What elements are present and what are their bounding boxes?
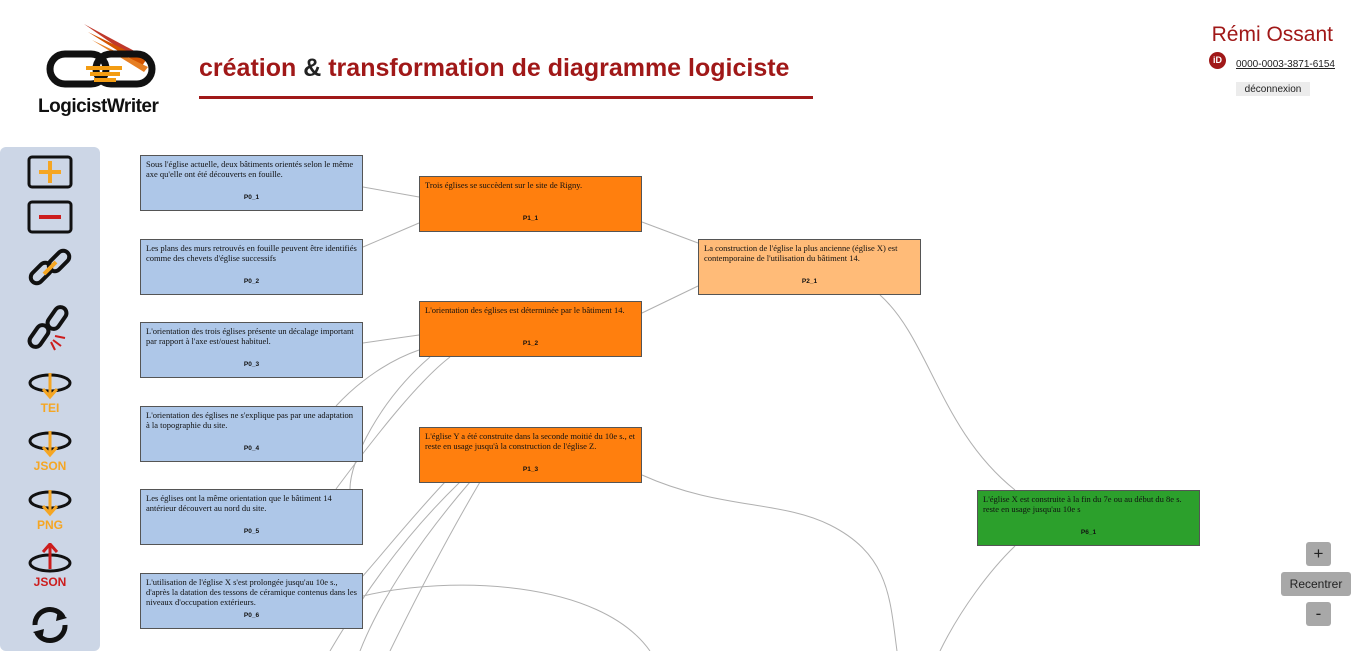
node-id: P0_3 [243, 361, 260, 368]
export-icon [28, 490, 72, 517]
node-text: L'église X est construite à la fin du 7e… [983, 494, 1182, 514]
node-text: L'orientation des églises ne s'explique … [146, 410, 354, 430]
node-id: P0_1 [243, 194, 260, 201]
export-icon [28, 431, 72, 458]
recenter-button[interactable]: Recentrer [1281, 572, 1351, 596]
orcid-icon: iD [1209, 52, 1226, 69]
node-text: Les églises ont la même orientation que … [146, 493, 332, 513]
unlink-icon [27, 305, 69, 351]
zoom-out-button[interactable]: - [1306, 602, 1331, 626]
logo [36, 22, 174, 122]
toolbar: TEI JSON PNG JSON [0, 147, 100, 651]
node-id: P1_1 [522, 215, 539, 222]
diagram-link [879, 294, 1016, 491]
add-node-icon [27, 155, 73, 189]
diagram-link [641, 285, 699, 314]
export-icon [28, 373, 72, 400]
node-id: P1_3 [522, 466, 539, 473]
export-png-button[interactable]: PNG [22, 486, 78, 538]
import-json-button[interactable]: JSON [22, 543, 78, 595]
zoom-in-button[interactable]: + [1306, 542, 1331, 566]
diagram-link [362, 222, 420, 248]
import-icon [28, 543, 72, 573]
diagram-link [389, 481, 481, 651]
diagram-node-p0-6[interactable]: L'utilisation de l'église X s'est prolon… [140, 573, 363, 629]
export-tei-button[interactable]: TEI [22, 369, 78, 421]
link-button[interactable] [22, 243, 78, 295]
title-underline [199, 96, 813, 99]
node-text: L'église Y a été construite dans la seco… [425, 431, 636, 451]
diagram-node-p0-1[interactable]: Sous l'église actuelle, deux bâtiments o… [140, 155, 363, 211]
node-id: P0_5 [243, 528, 260, 535]
tool-label: JSON [33, 575, 67, 589]
diagram-link [362, 186, 420, 198]
node-id: P0_4 [243, 445, 260, 452]
diagram-link [641, 221, 699, 244]
tool-label: TEI [40, 401, 60, 415]
refresh-icon [32, 606, 68, 644]
diagram-node-p1-2[interactable]: L'orientation des églises est déterminée… [419, 301, 642, 357]
remove-node-icon [27, 200, 73, 234]
node-text: La construction de l'église la plus anci… [704, 243, 898, 263]
node-text: L'orientation des trois églises présente… [146, 326, 354, 346]
node-id: P0_2 [243, 278, 260, 285]
node-text: Trois églises se succèdent sur le site d… [425, 180, 583, 190]
link-icon [28, 248, 72, 286]
diagram-link [362, 584, 651, 651]
tool-label: PNG [36, 518, 63, 532]
diagram-node-p6-1[interactable]: L'église X est construite à la fin du 7e… [977, 490, 1200, 546]
tool-label: JSON [33, 459, 67, 473]
node-id: P2_1 [801, 278, 818, 285]
diagram-node-p0-5[interactable]: Les églises ont la même orientation que … [140, 489, 363, 545]
title-part-2: transformation de diagramme logiciste [328, 54, 790, 82]
diagram-node-p1-1[interactable]: Trois églises se succèdent sur le site d… [419, 176, 642, 232]
logo-text: LogicistWriter [38, 96, 159, 117]
page-title: création & transformation de diagramme l… [199, 54, 789, 83]
title-part-1: création [199, 54, 297, 82]
user-name: Rémi Ossant [1211, 23, 1333, 46]
node-id: P1_2 [522, 340, 539, 347]
diagram-node-p0-3[interactable]: L'orientation des trois églises présente… [140, 322, 363, 378]
add-node-button[interactable] [22, 155, 78, 207]
diagram-link [359, 481, 471, 651]
node-text: Les plans des murs retrouvés en fouille … [146, 243, 357, 263]
diagram-link [939, 545, 1016, 651]
export-json-button[interactable]: JSON [22, 427, 78, 479]
node-id: P6_1 [1080, 529, 1097, 536]
node-text: L'utilisation de l'église X s'est prolon… [146, 577, 357, 607]
node-text: L'orientation des églises est déterminée… [425, 305, 625, 315]
node-id: P0_6 [243, 612, 260, 619]
orcid-link[interactable]: 0000-0003-3871-6154 [1236, 59, 1335, 70]
diagram-link [641, 474, 898, 651]
diagram-link [362, 334, 420, 344]
diagram-node-p0-4[interactable]: L'orientation des églises ne s'explique … [140, 406, 363, 462]
diagram-link [349, 481, 446, 591]
diagram-node-p2-1[interactable]: La construction de l'église la plus anci… [698, 239, 921, 295]
unlink-button[interactable] [22, 302, 78, 354]
refresh-button[interactable] [22, 605, 78, 657]
diagram-node-p1-3[interactable]: L'église Y a été construite dans la seco… [419, 427, 642, 483]
logout-button[interactable]: déconnexion [1236, 82, 1310, 96]
diagram-node-p0-2[interactable]: Les plans des murs retrouvés en fouille … [140, 239, 363, 295]
node-text: Sous l'église actuelle, deux bâtiments o… [146, 159, 354, 179]
remove-node-button[interactable] [22, 200, 78, 252]
title-ampersand: & [303, 54, 322, 82]
